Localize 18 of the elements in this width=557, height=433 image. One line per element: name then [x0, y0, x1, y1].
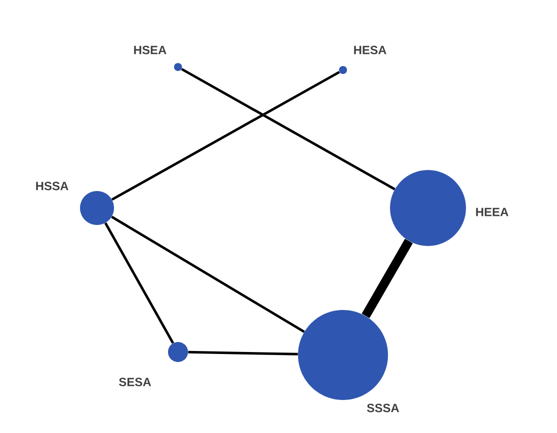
node-label: HESA	[354, 46, 386, 54]
node-label: HSEA	[134, 46, 166, 54]
node-label: SSSA	[367, 404, 400, 412]
network-node	[390, 170, 466, 246]
node-label: SESA	[119, 378, 152, 386]
node-label: HEEA	[476, 208, 508, 216]
network-node	[339, 66, 347, 74]
network-edge	[188, 350, 298, 356]
network-node	[174, 63, 182, 71]
network-node	[80, 191, 114, 225]
network-edge	[181, 68, 396, 190]
network-edge	[104, 222, 174, 344]
network-node	[168, 342, 188, 362]
network-edge	[111, 70, 340, 201]
node-label: HSSA	[36, 182, 68, 190]
network-edge	[362, 238, 413, 318]
network-node	[298, 310, 388, 400]
network-edge	[111, 216, 305, 333]
